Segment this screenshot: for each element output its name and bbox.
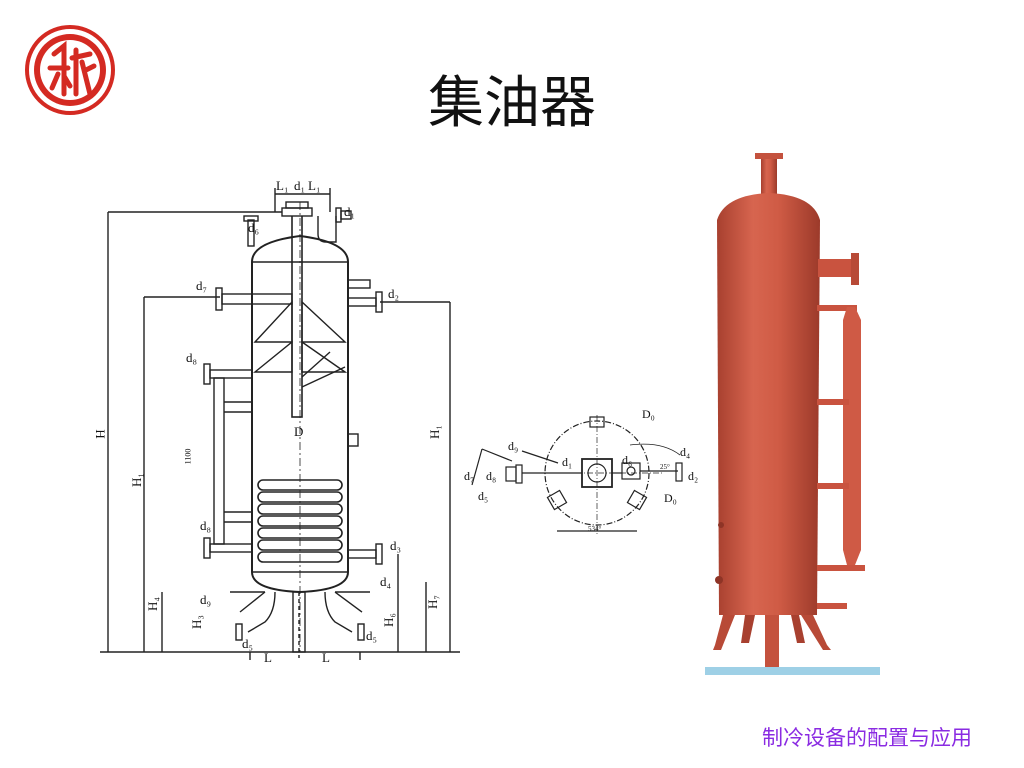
label-d6: d₆ [248,220,260,235]
label-d4: d₄ [380,574,392,589]
label-h: H [92,429,108,439]
label-h7: H₇ [424,595,440,609]
label-l1-left: L₁ [276,178,289,193]
label-l-right: L [322,650,330,665]
slide-footer: 制冷设备的配置与应用 [762,726,972,750]
label-d5-right: d₅ [366,628,378,643]
label-angle: 25° [660,463,670,471]
label-d0-top: D₀ [642,407,655,421]
engineering-drawing: L₁ d₁ L₁ d₁ d₆ d₇ d₂ d₈ d₈ D H H₁ H₁ 110… [93,172,465,668]
label-d8-top: d₈ [186,350,198,365]
university-seal-icon [25,25,115,115]
label-d4: d₄ [680,445,691,459]
label-diameter: D [294,424,304,439]
label-dim-bottom: 534° [588,525,602,533]
label-d1: d₁ [562,455,573,469]
logo [24,24,116,116]
label-h-right: H₁ [426,425,442,439]
label-d2: d₂ [688,469,699,483]
label-d1: d₁ [344,204,356,219]
label-d9: d₉ [200,592,212,607]
label-d8: d₈ [486,469,497,483]
label-d6: d₆ [622,453,633,467]
label-d5: d₅ [478,489,489,503]
section-view: D₀ d₉ d₁ d₆ d₄ 25° d₇ d₈ d₂ d₅ D₀ 534° [462,405,712,547]
label-dim-1100: 1100 [183,448,193,465]
vessel-photo [705,145,880,675]
label-l-left: L [264,650,272,665]
label-d7: d₇ [464,469,475,483]
label-d3: d₃ [390,538,402,553]
label-d9: d₉ [508,439,519,453]
label-h1: H₁ [128,473,144,487]
label-d1-top: d₁ [294,178,306,193]
label-h6: H₆ [380,613,396,627]
label-d5-left: d₅ [242,636,254,651]
slide-title: 集油器 [428,71,596,136]
label-d0-bottom: D₀ [664,491,677,505]
label-d7: d₇ [196,278,208,293]
label-l1-right: L₁ [308,178,321,193]
label-h3: H₃ [188,615,204,629]
label-d2: d₂ [388,286,400,301]
label-h4: H₄ [144,597,160,611]
label-d8-bottom: d₈ [200,518,212,533]
